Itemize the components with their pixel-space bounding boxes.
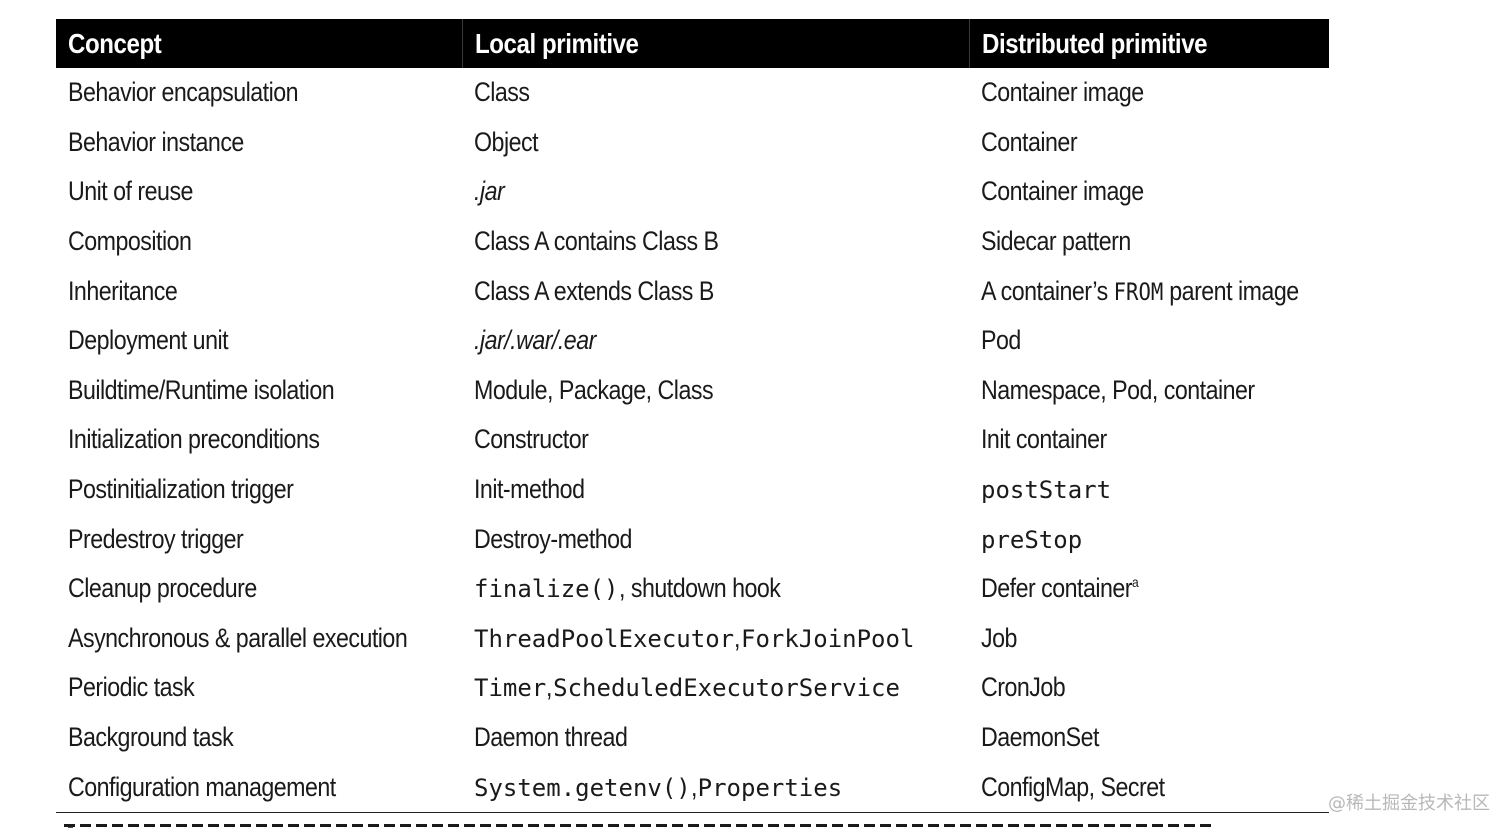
table-row: Periodic task Timer, ScheduledExecutorSe… bbox=[56, 663, 1329, 713]
table-row: Initialization preconditions Constructor… bbox=[56, 415, 1329, 465]
table-row: Behavior encapsulation Class Container i… bbox=[56, 68, 1329, 118]
table-row: Composition Class A contains Class B Sid… bbox=[56, 217, 1329, 267]
table-row: Unit of reuse .jar Container image bbox=[56, 167, 1329, 217]
cell-distributed: ConfigMap, Secret bbox=[969, 762, 1329, 813]
cell-local: Module, Package, Class bbox=[474, 374, 714, 405]
table-row: Cleanup procedure finalize(), shutdown h… bbox=[56, 564, 1329, 614]
cell-local: System.getenv(), Properties bbox=[462, 762, 969, 813]
cell-concept: Postinitialization trigger bbox=[68, 474, 294, 505]
cell-distributed: Job bbox=[981, 622, 1017, 653]
header-concept: Concept bbox=[56, 19, 463, 68]
cell-local: Object bbox=[474, 126, 539, 157]
cell-concept: Inheritance bbox=[68, 275, 178, 306]
table-row: Predestroy trigger Destroy-method preSto… bbox=[56, 514, 1329, 564]
cell-local: Daemon thread bbox=[474, 722, 628, 753]
local-code-2: ScheduledExecutorService bbox=[553, 674, 900, 703]
cell-distributed: CronJob bbox=[981, 672, 1066, 703]
table-body: Behavior encapsulation Class Container i… bbox=[56, 68, 1329, 813]
local-code: ThreadPoolExecutor bbox=[474, 624, 735, 653]
cell-concept: Periodic task bbox=[68, 672, 195, 703]
distributed-code: postStart bbox=[981, 476, 1112, 505]
local-code-2: Properties bbox=[697, 773, 843, 802]
local-separator: , bbox=[546, 672, 553, 703]
table-header: Concept Local primitive Distributed prim… bbox=[56, 19, 1329, 68]
cell-concept: Unit of reuse bbox=[68, 176, 193, 207]
comparison-table-container: Concept Local primitive Distributed prim… bbox=[56, 19, 1329, 813]
cell-concept: Composition bbox=[68, 226, 192, 257]
cell-local: Class A contains Class B bbox=[474, 226, 719, 257]
cell-local: .jar bbox=[474, 176, 505, 207]
cell-distributed: Pod bbox=[981, 325, 1021, 356]
cell-concept: Initialization preconditions bbox=[68, 424, 320, 455]
footnote-marker: a bbox=[1132, 574, 1139, 591]
distributed-code: FROM bbox=[1113, 277, 1164, 306]
cell-concept: Predestroy trigger bbox=[68, 523, 244, 554]
cell-distributed: A container’s FROM parent image bbox=[969, 266, 1329, 316]
local-separator: , bbox=[690, 771, 697, 802]
cell-local: Class bbox=[474, 77, 530, 108]
cell-concept: Behavior instance bbox=[68, 126, 244, 157]
cell-local: finalize(), shutdown hook bbox=[462, 564, 969, 614]
header-local-primitive: Local primitive bbox=[462, 19, 970, 68]
cell-distributed: DaemonSet bbox=[981, 722, 1099, 753]
cell-distributed: Defer containera bbox=[969, 564, 1329, 614]
local-separator: , bbox=[734, 622, 741, 653]
cell-local: Init-method bbox=[474, 474, 585, 505]
cell-local: .jar/.war/.ear bbox=[474, 325, 596, 356]
local-code: Timer bbox=[474, 674, 547, 703]
cell-distributed: Container image bbox=[981, 176, 1144, 207]
distributed-suffix: parent image bbox=[1163, 275, 1299, 306]
cell-local: Constructor bbox=[474, 424, 589, 455]
cell-concept: Behavior encapsulation bbox=[68, 77, 299, 108]
cell-distributed: preStop bbox=[969, 514, 1329, 564]
cut-off-footnote bbox=[56, 824, 1236, 836]
table-row: Buildtime/Runtime isolation Module, Pack… bbox=[56, 366, 1329, 416]
table-row: Configuration management System.getenv()… bbox=[56, 762, 1329, 813]
distributed-code: preStop bbox=[981, 525, 1083, 554]
cell-local: Destroy-method bbox=[474, 523, 632, 554]
table-row: Deployment unit .jar/.war/.ear Pod bbox=[56, 316, 1329, 366]
cell-local: ThreadPoolExecutor, ForkJoinPool bbox=[462, 614, 969, 664]
cell-distributed: Sidecar pattern bbox=[981, 226, 1131, 257]
table-header-row: Concept Local primitive Distributed prim… bbox=[56, 19, 1329, 68]
cell-distributed: Namespace, Pod, container bbox=[981, 374, 1255, 405]
cell-concept: Background task bbox=[68, 722, 234, 753]
local-code: finalize() bbox=[474, 575, 619, 604]
cell-concept: Deployment unit bbox=[68, 325, 229, 356]
local-suffix: , shutdown hook bbox=[618, 573, 781, 604]
distributed-prefix: A container’s bbox=[981, 275, 1114, 306]
cell-distributed: Container image bbox=[981, 77, 1144, 108]
table-row: Asynchronous & parallel execution Thread… bbox=[56, 614, 1329, 664]
cell-local: Timer, ScheduledExecutorService bbox=[462, 663, 969, 713]
table-row: Postinitialization trigger Init-method p… bbox=[56, 465, 1329, 515]
cell-local: Class A extends Class B bbox=[474, 275, 714, 306]
table-row: Background task Daemon thread DaemonSet bbox=[56, 713, 1329, 763]
comparison-table: Concept Local primitive Distributed prim… bbox=[56, 19, 1329, 813]
cell-concept: Buildtime/Runtime isolation bbox=[68, 374, 335, 405]
distributed-text: Defer container bbox=[981, 573, 1133, 604]
table-row: Inheritance Class A extends Class B A co… bbox=[56, 266, 1329, 316]
cell-distributed: Container bbox=[981, 126, 1078, 157]
table-row: Behavior instance Object Container bbox=[56, 118, 1329, 168]
cell-distributed: postStart bbox=[969, 465, 1329, 515]
header-distributed-primitive: Distributed primitive bbox=[981, 27, 1208, 59]
local-code: System.getenv() bbox=[474, 773, 691, 802]
footnote-text-fragment bbox=[64, 824, 1214, 827]
cell-concept: Configuration management bbox=[56, 762, 462, 813]
cell-concept: Asynchronous & parallel execution bbox=[68, 622, 408, 653]
cell-distributed: Init container bbox=[981, 424, 1107, 455]
local-code-2: ForkJoinPool bbox=[741, 624, 915, 653]
cell-concept: Cleanup procedure bbox=[68, 573, 257, 604]
watermark: @稀土掘金技术社区 bbox=[1328, 793, 1490, 814]
